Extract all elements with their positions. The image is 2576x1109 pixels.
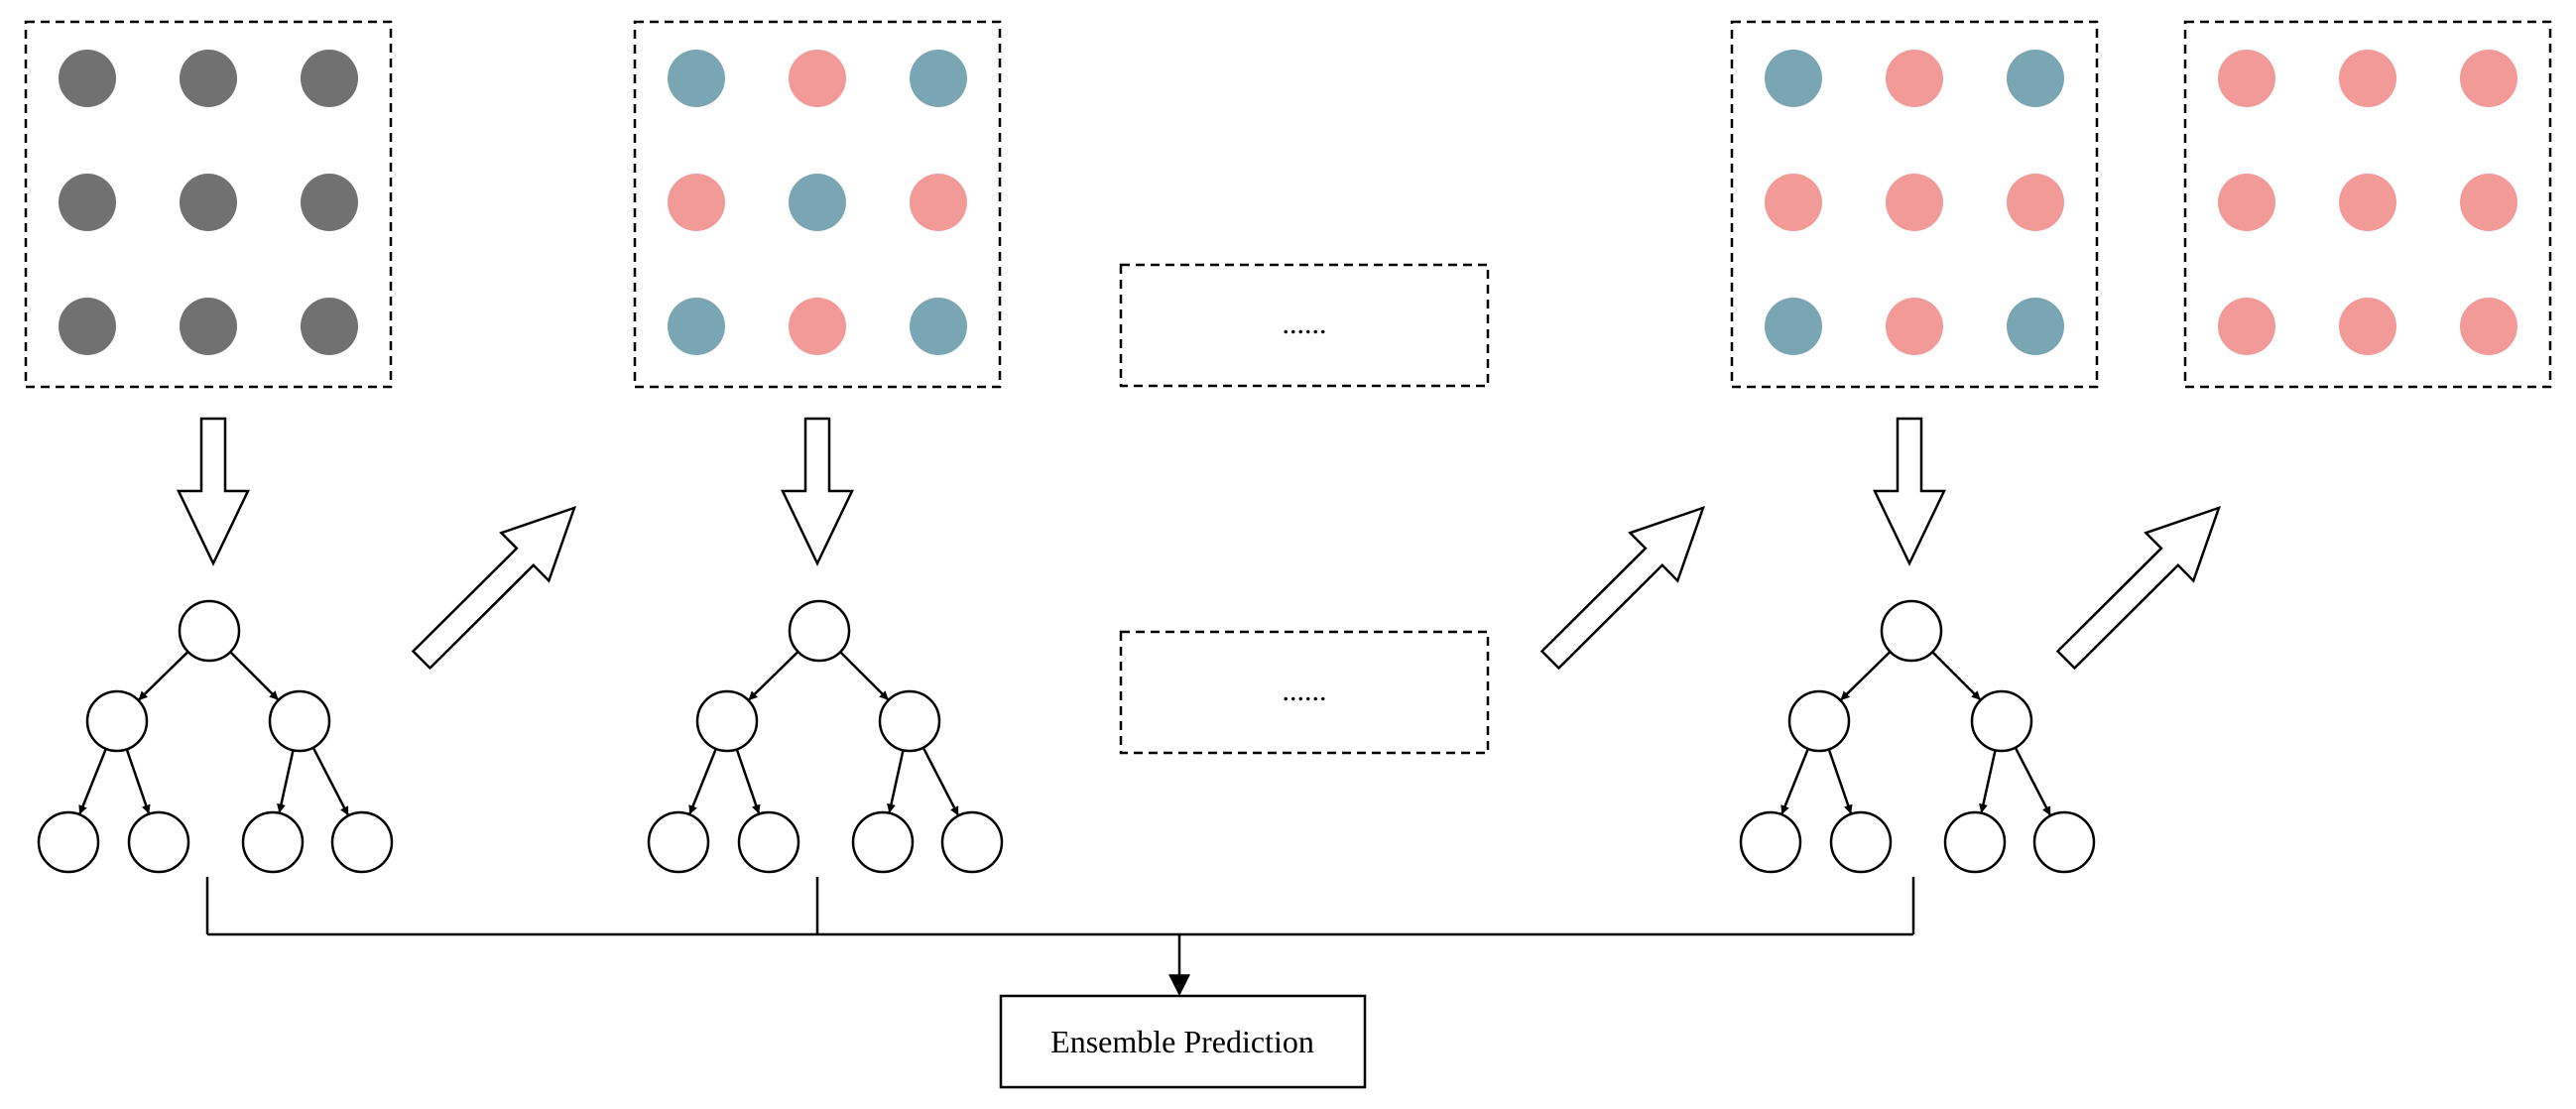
sample-dot-gray xyxy=(59,174,116,231)
sample-dot-pink xyxy=(910,174,967,231)
diagonal-arrow-icon xyxy=(411,505,577,671)
sample-dot-pink xyxy=(2339,50,2396,107)
tree-leaf-node xyxy=(37,810,100,874)
sample-dot-blue xyxy=(2007,50,2064,107)
sample-dot-pink xyxy=(2007,174,2064,231)
tree-edge xyxy=(229,651,279,700)
tree-edge xyxy=(2014,747,2051,816)
sample-dot-pink xyxy=(1886,298,1943,355)
sample-grid-reweighted-samples-n xyxy=(1730,20,2099,389)
tree-internal-node xyxy=(695,689,759,753)
diagonal-arrow-icon xyxy=(2055,505,2222,671)
decision-tree xyxy=(647,599,1004,874)
tree-edge xyxy=(1827,748,1853,814)
tree-edge xyxy=(1979,750,1997,813)
decision-tree xyxy=(1739,599,2096,874)
sample-dot-gray xyxy=(59,50,116,107)
sample-grid-final-samples xyxy=(2183,20,2552,389)
sample-dot-pink xyxy=(668,174,725,231)
sample-dot-pink xyxy=(2460,298,2517,355)
ensemble-prediction-box: Ensemble Prediction xyxy=(999,994,1367,1089)
tree-leaf-node xyxy=(940,810,1004,874)
sample-dot-blue xyxy=(789,174,846,231)
tree-edge xyxy=(78,748,107,815)
sample-dot-pink xyxy=(789,50,846,107)
tree-leaf-node xyxy=(1829,810,1893,874)
sample-dot-gray xyxy=(301,50,358,107)
sample-dot-pink xyxy=(2460,174,2517,231)
tree-edge xyxy=(125,748,151,814)
tree-internal-node xyxy=(878,689,941,753)
sample-dot-pink xyxy=(2218,50,2275,107)
sample-dot-pink xyxy=(1886,50,1943,107)
down-arrow-icon xyxy=(1873,417,1946,566)
sample-dot-blue xyxy=(668,298,725,355)
tree-edge xyxy=(921,747,959,816)
sample-dot-gray xyxy=(301,174,358,231)
tree-leaf-node xyxy=(330,810,394,874)
tree-root-node xyxy=(1880,599,1943,663)
sample-dot-gray xyxy=(59,298,116,355)
sample-dot-pink xyxy=(2218,298,2275,355)
sample-dot-gray xyxy=(180,50,237,107)
diagonal-arrow-icon xyxy=(1539,505,1706,671)
tree-internal-node xyxy=(1970,689,2033,753)
tree-internal-node xyxy=(268,689,331,753)
tree-leaf-node xyxy=(2032,810,2096,874)
tree-edge xyxy=(1780,748,1809,815)
tree-internal-node xyxy=(85,689,149,753)
sample-dot-pink xyxy=(1765,174,1822,231)
placeholder-box-top: ...... xyxy=(1119,263,1490,388)
sample-dot-blue xyxy=(910,298,967,355)
decision-tree xyxy=(37,599,394,874)
tree-root-node xyxy=(178,599,241,663)
tree-edge xyxy=(138,651,189,701)
sample-dot-pink xyxy=(2339,298,2396,355)
placeholder-ellipsis-bottom: ...... xyxy=(1283,675,1327,707)
tree-edge xyxy=(1931,651,1981,700)
tree-leaf-node xyxy=(1739,810,1802,874)
tree-leaf-node xyxy=(127,810,190,874)
tree-leaf-node xyxy=(851,810,915,874)
placeholder-box-bottom: ...... xyxy=(1119,630,1490,755)
tree-root-node xyxy=(788,599,851,663)
tree-internal-node xyxy=(1787,689,1851,753)
ensemble-connector xyxy=(205,877,1915,997)
sample-dot-pink xyxy=(1886,174,1943,231)
sample-dot-blue xyxy=(910,50,967,107)
sample-dot-pink xyxy=(789,298,846,355)
tree-edge xyxy=(748,651,799,701)
sample-dot-blue xyxy=(1765,298,1822,355)
sample-dot-blue xyxy=(1765,50,1822,107)
sample-dot-pink xyxy=(2218,174,2275,231)
tree-edge xyxy=(735,748,761,814)
tree-edge xyxy=(1840,651,1892,701)
sample-dot-blue xyxy=(2007,298,2064,355)
sample-grid-reweighted-samples-1 xyxy=(633,20,1002,389)
sample-dot-pink xyxy=(2460,50,2517,107)
sample-dot-pink xyxy=(2339,174,2396,231)
tree-leaf-node xyxy=(241,810,305,874)
tree-leaf-node xyxy=(647,810,710,874)
tree-edge xyxy=(887,750,905,813)
tree-leaf-node xyxy=(1943,810,2007,874)
sample-dot-gray xyxy=(180,298,237,355)
tree-leaf-node xyxy=(737,810,800,874)
tree-edge xyxy=(311,747,349,816)
down-arrow-icon xyxy=(781,417,854,566)
sample-dot-gray xyxy=(301,298,358,355)
placeholder-ellipsis-top: ...... xyxy=(1283,308,1327,340)
tree-edge xyxy=(688,748,717,815)
ensemble-prediction-label: Ensemble Prediction xyxy=(1050,1024,1314,1059)
tree-edge xyxy=(277,750,295,813)
down-arrow-icon xyxy=(177,417,250,566)
sample-dot-blue xyxy=(668,50,725,107)
sample-grid-initial-samples xyxy=(24,20,393,389)
sample-dot-gray xyxy=(180,174,237,231)
tree-edge xyxy=(839,651,889,700)
